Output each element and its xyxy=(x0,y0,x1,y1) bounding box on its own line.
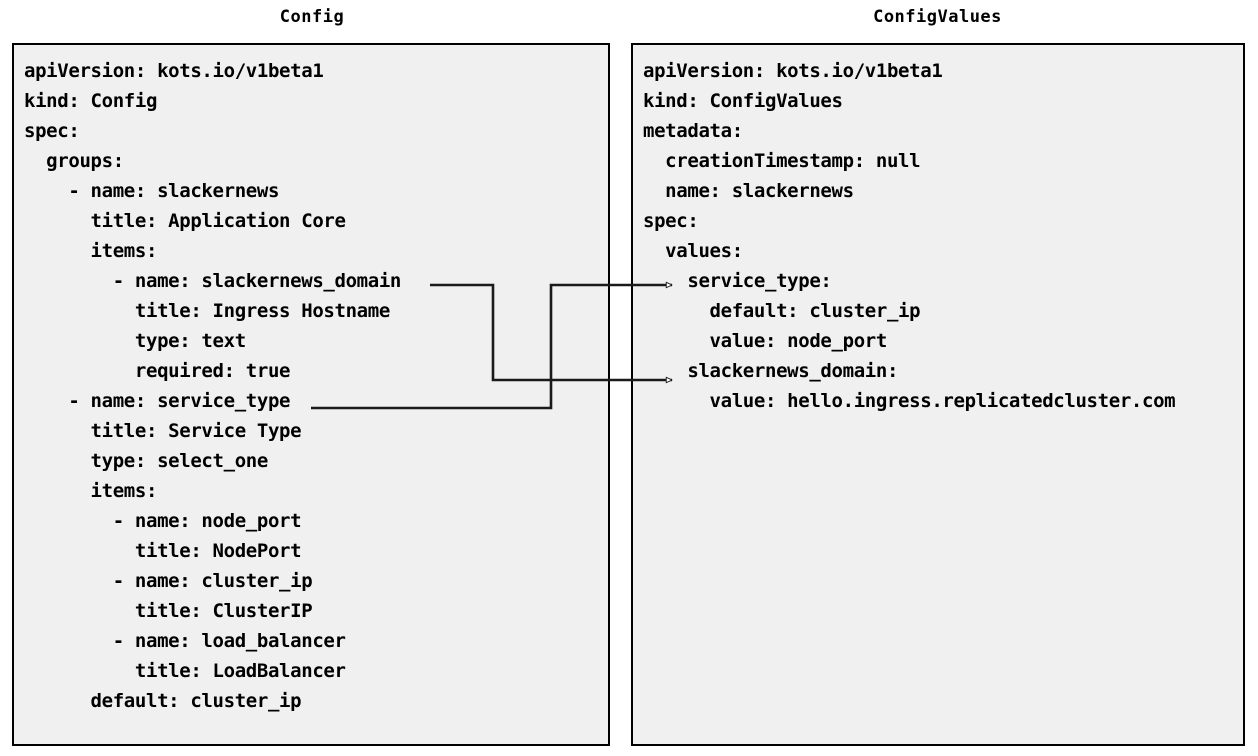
config-yaml-line-3: groups: xyxy=(24,150,124,172)
configvalues-yaml-line-1: kind: ConfigValues xyxy=(643,90,843,112)
panel-title-configvalues: ConfigValues xyxy=(873,7,1002,27)
configvalues-yaml-line-7: service_type: xyxy=(643,270,832,292)
config-yaml-line-7: - name: slackernews_domain xyxy=(24,270,402,292)
configvalues-yaml-line-11: value: hello.ingress.replicatedcluster.c… xyxy=(643,390,1176,412)
config-yaml-line-2: spec: xyxy=(24,120,80,142)
configvalues-yaml-line-6: values: xyxy=(643,240,743,262)
configvalues-yaml-line-4: name: slackernews xyxy=(643,180,854,202)
config-yaml-line-16: title: NodePort xyxy=(24,540,302,562)
config-yaml-code: apiVersion: kots.io/v1beta1 kind: Config s… xyxy=(14,45,401,716)
config-yaml-line-9: type: text xyxy=(24,330,246,352)
panel-title-config: Config xyxy=(279,7,345,27)
config-yaml-line-20: title: LoadBalancer xyxy=(24,660,346,682)
configvalues-yaml-line-2: metadata: xyxy=(643,120,743,142)
config-yaml-line-14: items: xyxy=(24,480,158,502)
config-yaml-line-8: title: Ingress Hostname xyxy=(24,300,390,322)
config-yaml-line-19: - name: load_balancer xyxy=(24,630,346,652)
config-yaml-line-4: - name: slackernews xyxy=(24,180,280,202)
config-yaml-line-0: apiVersion: kots.io/v1beta1 xyxy=(24,60,324,82)
config-yaml-line-13: type: select_one xyxy=(24,450,269,472)
config-panel: apiVersion: kots.io/v1beta1 kind: Config s… xyxy=(12,43,610,746)
configvalues-yaml-code: apiVersion: kots.io/v1beta1 kind: ConfigV… xyxy=(633,45,1176,416)
config-yaml-line-11: - name: service_type xyxy=(24,390,291,412)
configvalues-yaml-line-0: apiVersion: kots.io/v1beta1 xyxy=(643,60,943,82)
configvalues-yaml-line-5: spec: xyxy=(643,210,699,232)
config-yaml-line-1: kind: Config xyxy=(24,90,158,112)
configvalues-yaml-line-9: value: node_port xyxy=(643,330,888,352)
configvalues-yaml-line-8: default: cluster_ip xyxy=(643,300,921,322)
config-yaml-line-17: - name: cluster_ip xyxy=(24,570,313,592)
config-yaml-line-12: title: Service Type xyxy=(24,420,302,442)
config-yaml-line-10: required: true xyxy=(24,360,291,382)
config-yaml-line-21: default: cluster_ip xyxy=(24,690,302,712)
config-yaml-line-18: title: ClusterIP xyxy=(24,600,313,622)
config-yaml-line-5: title: Application Core xyxy=(24,210,346,232)
config-yaml-line-15: - name: node_port xyxy=(24,510,302,532)
configvalues-yaml-line-3: creationTimestamp: null xyxy=(643,150,921,172)
config-yaml-line-6: items: xyxy=(24,240,158,262)
configvalues-yaml-line-10: slackernews_domain: xyxy=(643,360,899,382)
configvalues-panel: apiVersion: kots.io/v1beta1 kind: ConfigV… xyxy=(631,43,1245,746)
